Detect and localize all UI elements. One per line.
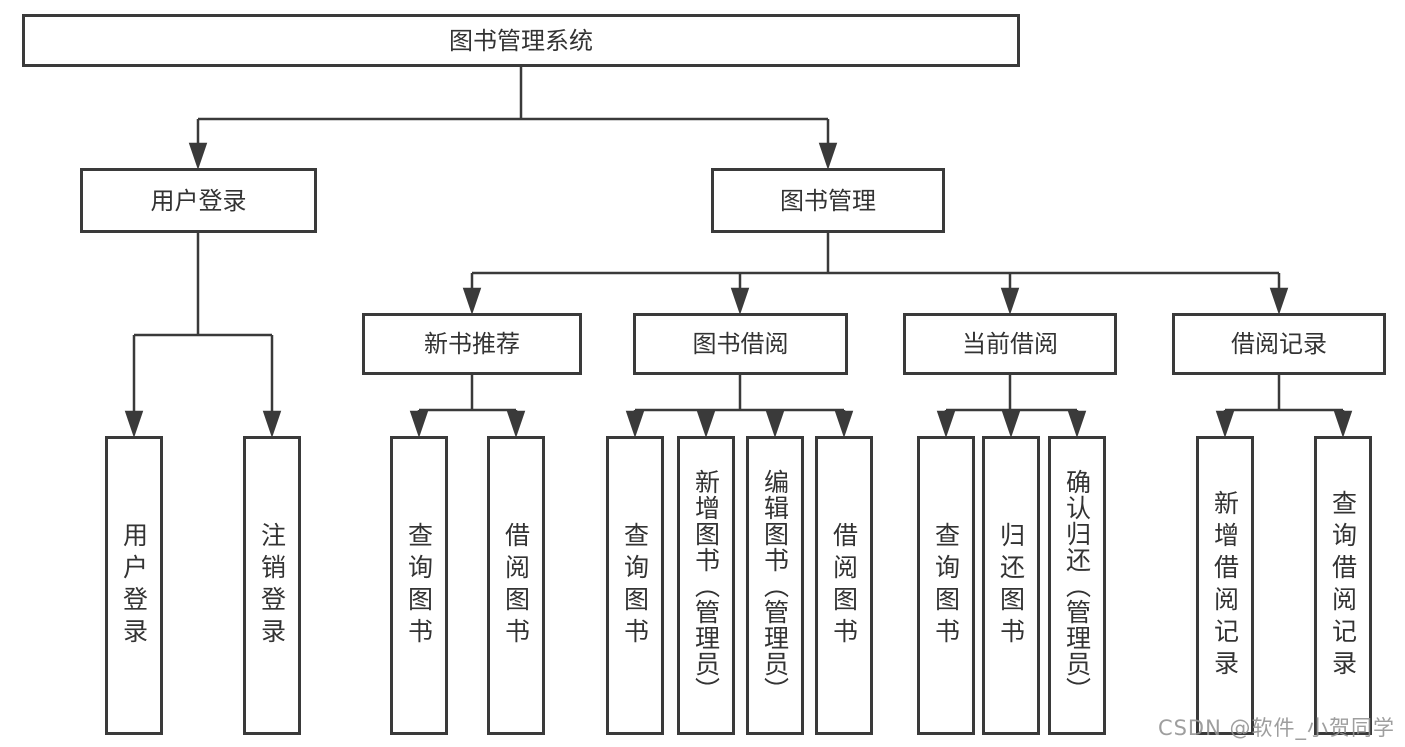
leaf-query-borrow-record: 查询借阅记录	[1314, 436, 1372, 735]
leaf-label: 确认归还（管理员）	[1062, 468, 1092, 703]
node-book-management: 图书管理	[711, 168, 945, 233]
connector-records-to-leaves	[1215, 375, 1353, 438]
connector-book-mgmt-to-level3	[462, 233, 1289, 315]
node-label: 用户登录	[150, 186, 247, 215]
node-label: 借阅记录	[1231, 330, 1327, 358]
leaf-label: 查询借阅记录	[1328, 489, 1358, 682]
leaf-label: 注销登录	[257, 521, 287, 650]
leaf-add-books-admin: 新增图书（管理员）	[677, 436, 735, 735]
leaf-edit-books-admin: 编辑图书（管理员）	[746, 436, 804, 735]
connector-new-books-to-leaves	[409, 375, 526, 438]
leaf-label: 归还图书	[996, 521, 1026, 650]
leaf-label: 用户登录	[119, 521, 149, 650]
leaf-query-books-borrow: 查询图书	[606, 436, 664, 735]
node-label: 图书管理	[780, 186, 876, 215]
leaf-query-books-current: 查询图书	[917, 436, 975, 735]
leaf-label: 新增借阅记录	[1210, 489, 1240, 682]
node-label: 新书推荐	[424, 330, 520, 358]
leaf-label: 查询图书	[404, 521, 434, 650]
node-label: 图书借阅	[692, 330, 789, 358]
node-label: 当前借阅	[962, 330, 1058, 358]
leaf-label: 新增图书（管理员）	[691, 468, 721, 703]
leaf-add-borrow-record: 新增借阅记录	[1196, 436, 1254, 735]
connector-current-to-leaves	[936, 375, 1087, 438]
connector-user-login-to-leaves	[124, 233, 282, 438]
leaf-label: 查询图书	[620, 521, 650, 650]
leaf-return-books: 归还图书	[982, 436, 1040, 735]
leaf-label: 查询图书	[931, 521, 961, 650]
node-borrow-records: 借阅记录	[1172, 313, 1386, 375]
node-label: 图书管理系统	[449, 26, 593, 55]
leaf-logout: 注销登录	[243, 436, 301, 735]
leaf-borrow-books-recommend: 借阅图书	[487, 436, 545, 735]
leaf-borrow-books: 借阅图书	[815, 436, 873, 735]
node-current-borrow: 当前借阅	[903, 313, 1117, 375]
leaf-query-books-recommend: 查询图书	[390, 436, 448, 735]
connector-root-to-level2	[188, 67, 838, 170]
leaf-user-login: 用户登录	[105, 436, 163, 735]
connector-borrow-to-leaves	[625, 375, 854, 438]
leaf-confirm-return-admin: 确认归还（管理员）	[1048, 436, 1106, 735]
leaf-label: 编辑图书（管理员）	[760, 468, 790, 703]
leaf-label: 借阅图书	[501, 521, 531, 650]
leaf-label: 借阅图书	[829, 521, 859, 650]
node-user-login: 用户登录	[80, 168, 317, 233]
csdn-watermark: CSDN @软件_小贺同学	[1157, 716, 1395, 740]
node-new-book-recommend: 新书推荐	[362, 313, 582, 375]
node-book-borrow: 图书借阅	[633, 313, 848, 375]
node-root-library-system: 图书管理系统	[22, 14, 1020, 67]
